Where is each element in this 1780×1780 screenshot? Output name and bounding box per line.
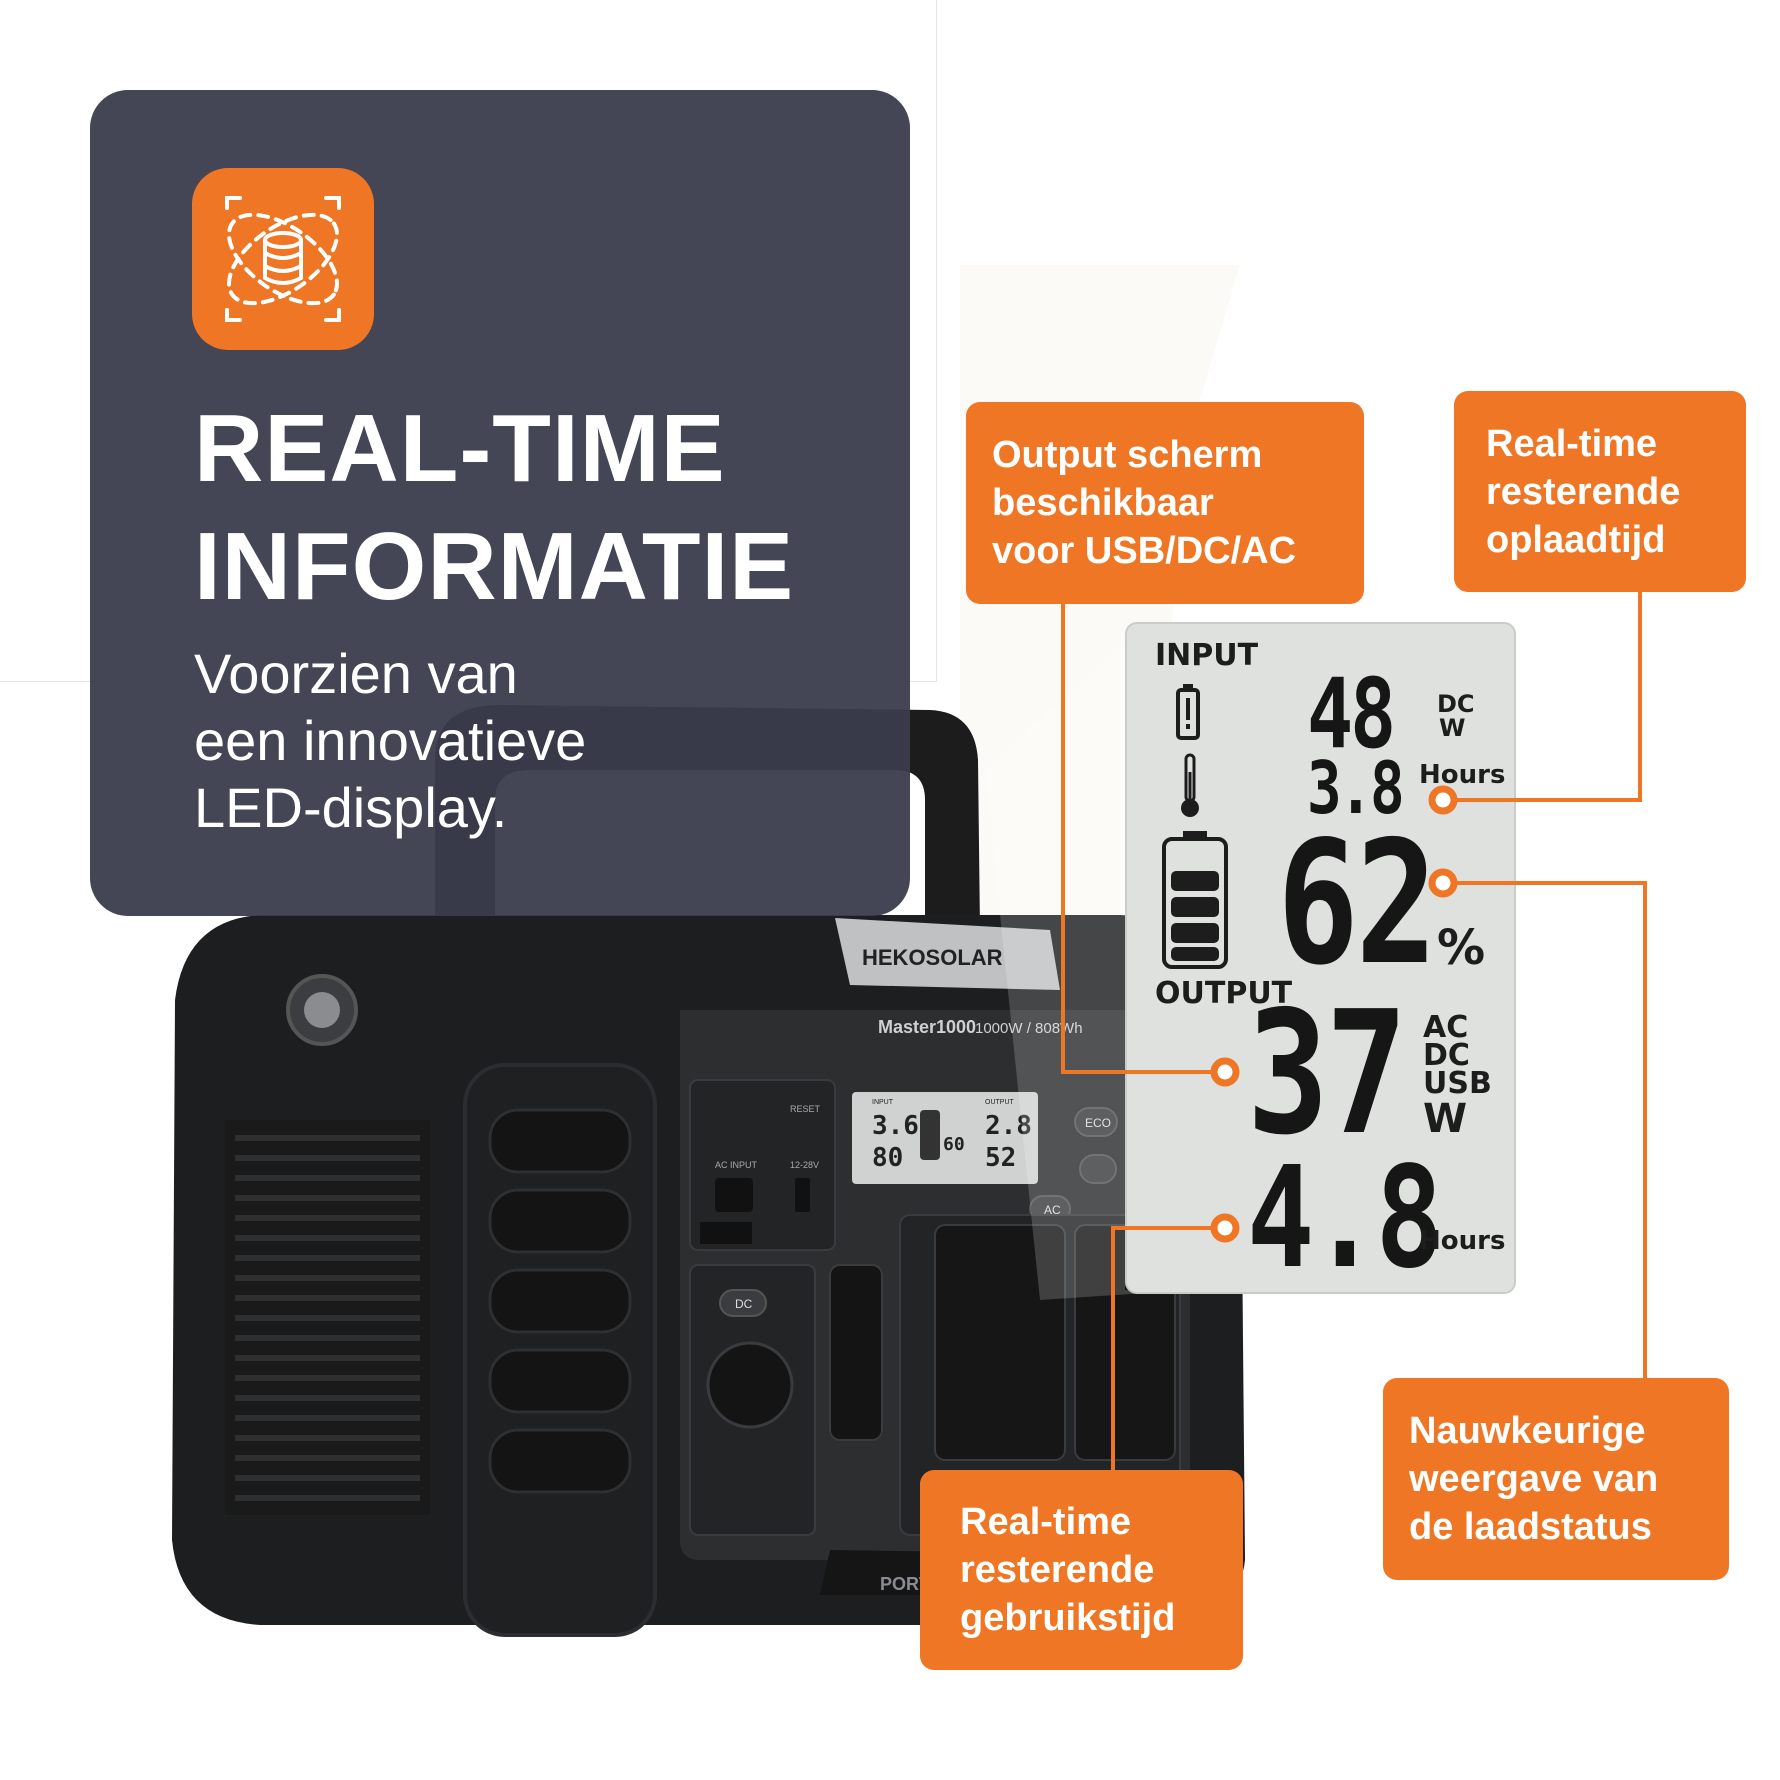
battery-level-icon <box>1162 831 1228 969</box>
callout-use-time: Real-time resterende gebruikstijd <box>920 1470 1243 1670</box>
svg-text:ECO: ECO <box>1085 1116 1111 1130</box>
subtitle-line-1: Voorzien van <box>194 642 518 705</box>
svg-text:AC INPUT: AC INPUT <box>715 1160 758 1170</box>
thermometer-icon <box>1181 753 1199 817</box>
svg-text:HEKOSOLAR: HEKOSOLAR <box>862 945 1003 970</box>
lcd-use-time-unit: Hours <box>1419 1226 1506 1256</box>
subtitle-line-2: een innovatieve <box>194 709 587 772</box>
lcd-percent-sign: % <box>1437 920 1486 976</box>
lcd-charge-time-unit: Hours <box>1419 760 1506 790</box>
lcd-output-watts: 37 <box>1247 975 1408 1173</box>
title-line-1: REAL-TIME <box>194 395 726 502</box>
data-sync-icon <box>192 168 374 350</box>
svg-text:12-28V: 12-28V <box>790 1160 819 1170</box>
svg-text:3.6: 3.6 <box>872 1111 919 1141</box>
lcd-input-unit-w: W <box>1439 714 1466 742</box>
svg-text:Master1000: Master1000 <box>878 1017 976 1037</box>
lcd-zoom: INPUT 48 DC W 3.8 Hours 62 % OUTPUT 37 A… <box>1125 622 1516 1294</box>
lcd-input-label: INPUT <box>1155 638 1259 673</box>
lcd-output-unit-usb: USB <box>1423 1066 1492 1101</box>
subtitle: Voorzien van een innovatieve LED-display… <box>194 640 844 841</box>
callout-charge-status: Nauwkeurige weergave van de laadstatus <box>1383 1378 1729 1580</box>
page-title: REAL-TIME INFORMATIE <box>194 390 894 626</box>
svg-text:80: 80 <box>872 1143 903 1173</box>
lcd-input-watts: 48 <box>1307 658 1396 770</box>
headline-card: REAL-TIME INFORMATIE Voorzien van een in… <box>90 90 910 916</box>
callout-output-screen: Output scherm beschikbaar voor USB/DC/AC <box>966 402 1364 604</box>
svg-text:52: 52 <box>985 1143 1016 1173</box>
lcd-battery-percent: 62 <box>1277 805 1438 1003</box>
subtitle-line-3: LED-display. <box>194 776 508 839</box>
lcd-charge-time: 3.8 <box>1307 746 1405 830</box>
svg-text:RESET: RESET <box>790 1104 821 1114</box>
title-line-2: INFORMATIE <box>194 513 795 620</box>
svg-text:AC: AC <box>1044 1203 1061 1217</box>
svg-text:DC: DC <box>735 1297 753 1311</box>
svg-text:2.8: 2.8 <box>985 1111 1032 1141</box>
svg-text:INPUT: INPUT <box>872 1099 894 1106</box>
svg-text:60: 60 <box>943 1134 965 1155</box>
callout-charge-time: Real-time resterende oplaadtijd <box>1454 391 1746 592</box>
battery-warning-icon <box>1176 684 1200 740</box>
lcd-output-unit-w: W <box>1423 1096 1468 1142</box>
svg-text:OUTPUT: OUTPUT <box>985 1099 1015 1106</box>
lcd-input-unit-dc: DC <box>1437 690 1475 718</box>
svg-text:1000W / 808Wh: 1000W / 808Wh <box>975 1020 1083 1037</box>
lcd-use-time: 4.8 <box>1247 1137 1443 1300</box>
